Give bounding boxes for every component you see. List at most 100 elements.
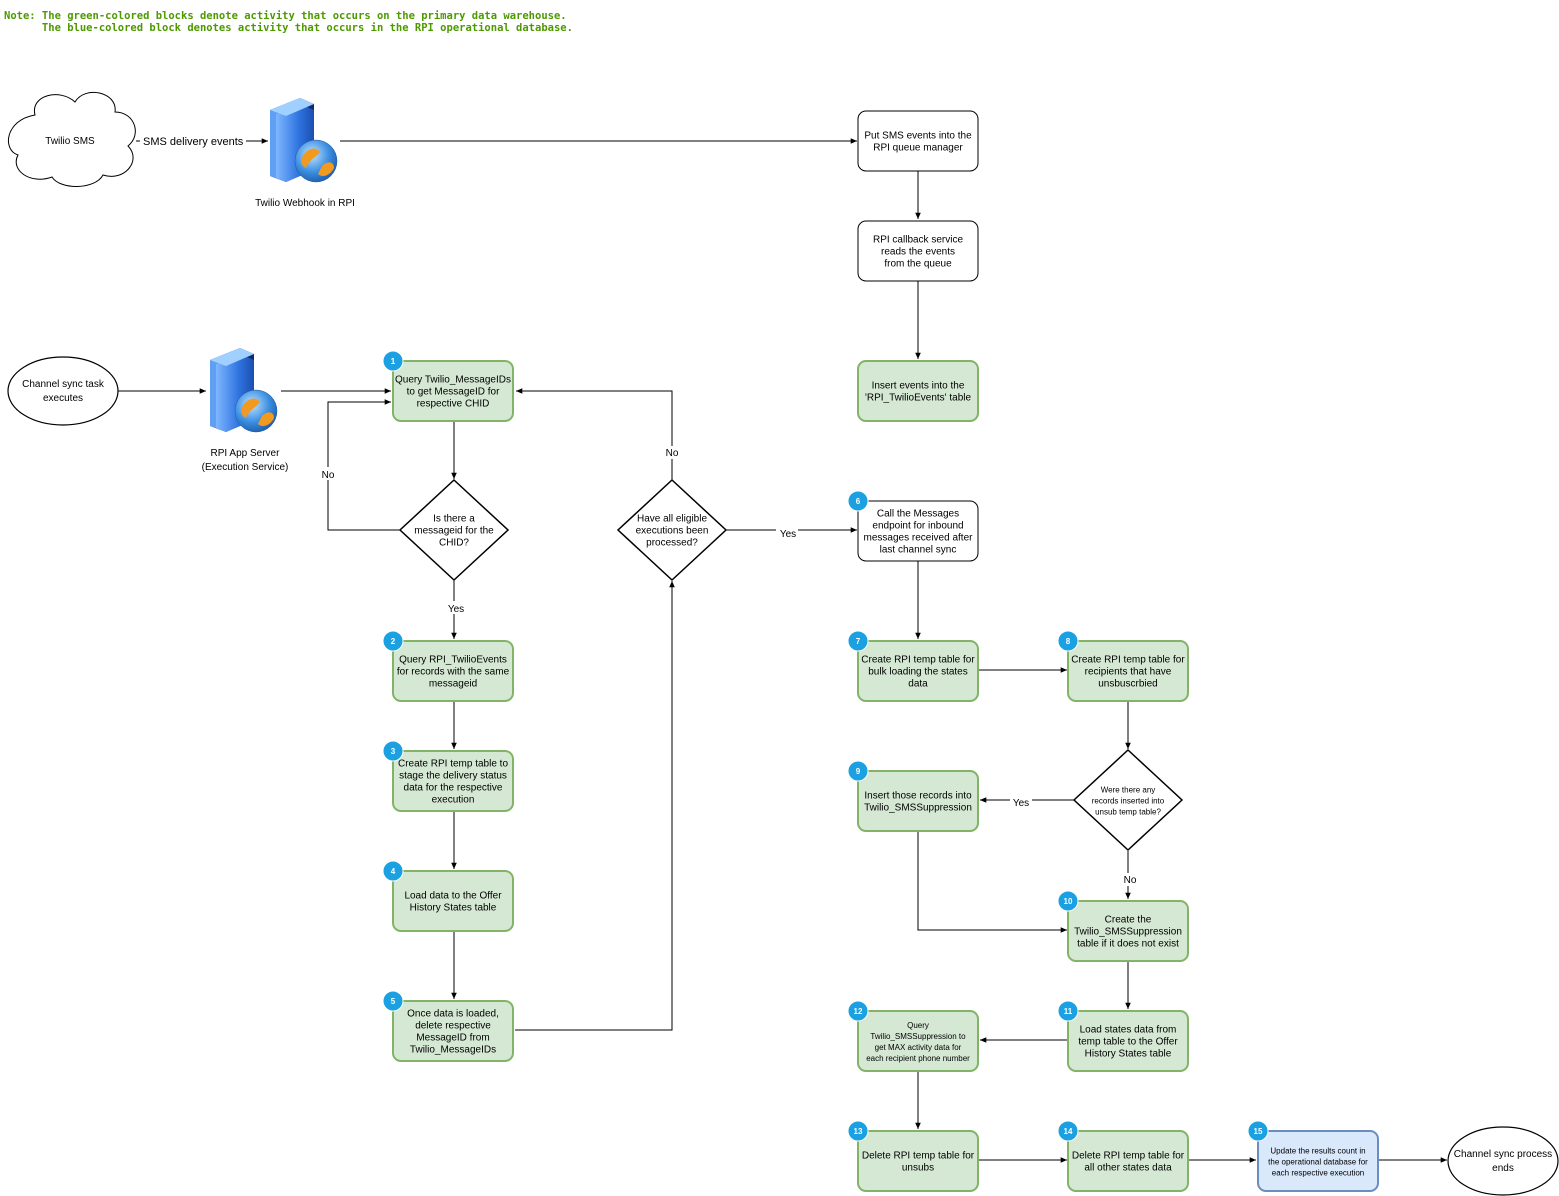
step-badge-number: 13 <box>854 1127 863 1136</box>
node-step-5-line-3: MessageID from <box>416 1033 489 1044</box>
step-badge-number: 6 <box>856 497 861 506</box>
node-step-5-line-4: Twilio_MessageIDs <box>410 1045 496 1056</box>
step-badge-circle <box>847 1000 869 1022</box>
node-step-1-line-2: to get MessageID for <box>407 387 500 398</box>
node-step-9: Insert those records intoTwilio_SMSSuppr… <box>847 760 979 832</box>
node-step-10-line-3: table if it does not exist <box>1077 939 1179 950</box>
node-step-7-line-2: bulk loading the states <box>868 667 968 678</box>
node-put-sms-events-line-1: Put SMS events into the <box>864 131 972 142</box>
step-badge-circle <box>382 740 404 762</box>
node-decision-all-processed-line-3: processed? <box>646 538 698 549</box>
step-badge-number: 12 <box>854 1007 863 1016</box>
node-step-12-line-2: Twilio_SMSSuppression to <box>870 1032 966 1041</box>
node-step-2-line-2: for records with the same <box>397 667 510 678</box>
step-badge-circle <box>1247 1120 1269 1142</box>
node-channel-sync-end-line-1: Channel sync process <box>1454 1149 1552 1160</box>
step-badge-circle <box>847 490 869 512</box>
node-step-12-line-1: Query <box>907 1021 929 1030</box>
node-step-12-box <box>857 1010 979 1072</box>
step-badge: 9 <box>847 760 869 782</box>
node-step-14-box <box>1067 1130 1189 1192</box>
edge-label-sms-delivery-events: SMS delivery events <box>143 136 244 148</box>
node-decision-messageid-shape <box>398 478 510 582</box>
legend-note: Note: The green-colored blocks denote ac… <box>4 10 573 34</box>
node-step-14-line-2: all other states data <box>1084 1163 1172 1174</box>
node-rpi-app-server-line-2: (Execution Service) <box>202 462 289 473</box>
edge-decision2-no-to-step1 <box>516 388 673 480</box>
edge-label-no-messageid: No <box>322 470 335 481</box>
step-badge-number: 9 <box>856 767 861 776</box>
step-badge-number: 14 <box>1064 1127 1073 1136</box>
node-twilio-sms: Twilio SMS <box>8 92 136 187</box>
step-badge: 15 <box>1247 1120 1269 1142</box>
node-step-6-line-1: Call the Messages <box>877 509 959 520</box>
step-badge-number: 11 <box>1064 1007 1073 1016</box>
node-decision-messageid-line-3: CHID? <box>439 538 469 549</box>
step-badge: 14 <box>1057 1120 1079 1142</box>
node-step-8-line-3: unsbuscrbied <box>1098 679 1157 690</box>
edge-label-yes-all-processed: Yes <box>780 529 796 540</box>
step-badge: 13 <box>847 1120 869 1142</box>
edge-labels: SMS delivery events No Yes No Yes Yes No <box>140 134 1140 886</box>
node-put-sms-events-box <box>857 110 979 172</box>
node-callback-service-line-1: RPI callback service <box>873 235 963 246</box>
node-callback-service-box <box>857 220 979 282</box>
step-badge-circle <box>1057 1000 1079 1022</box>
step-badge-number: 2 <box>391 637 396 646</box>
server-globe-icon <box>210 348 278 433</box>
node-step-15-line-1: Update the results count in <box>1270 1147 1365 1156</box>
node-step-6-box <box>857 500 979 562</box>
step-badge-circle <box>847 760 869 782</box>
node-insert-events-line-2: 'RPI_TwilioEvents' table <box>865 393 972 404</box>
node-step-3-line-3: data for the respective <box>404 783 503 794</box>
node-decision-messageid-line-1: Is there a <box>433 514 475 525</box>
node-step-10-line-1: Create the <box>1105 915 1152 926</box>
node-step-9-line-2: Twilio_SMSSuppression <box>864 803 972 814</box>
node-step-7-line-3: data <box>908 679 928 690</box>
node-step-7-line-1: Create RPI temp table for <box>861 655 975 666</box>
legend-note-line-1: Note: The green-colored blocks denote ac… <box>4 10 567 22</box>
node-step-13-line-1: Delete RPI temp table for <box>862 1151 975 1162</box>
step-badge-circle <box>382 990 404 1012</box>
node-step-11-line-3: History States table <box>1085 1049 1172 1060</box>
node-step-3-box <box>392 750 514 812</box>
node-step-1-line-1: Query Twilio_MessageIDs <box>395 375 511 386</box>
node-step-3-line-4: execution <box>432 795 475 806</box>
cloud-icon <box>8 92 136 187</box>
step-badge: 12 <box>847 1000 869 1022</box>
node-step-9-box <box>857 770 979 832</box>
node-channel-sync-start-line-2: executes <box>43 393 83 404</box>
edge-decision-no-loop <box>327 399 400 531</box>
node-channel-sync-start: Channel sync task executes <box>7 356 119 426</box>
node-put-sms-events-line-2: RPI queue manager <box>873 143 963 154</box>
node-step-2-box <box>392 640 514 702</box>
step-badge: 6 <box>847 490 869 512</box>
node-decision-unsub-line-2: records inserted into <box>1092 797 1165 806</box>
node-step-2-line-3: messageid <box>429 679 477 690</box>
step-badge-circle <box>382 860 404 882</box>
step-badge-number: 7 <box>856 637 861 646</box>
node-step-1-box <box>392 360 514 422</box>
step-badge-circle <box>1057 630 1079 652</box>
node-step-3-line-1: Create RPI temp table to <box>398 759 508 770</box>
step-badge-number: 3 <box>391 747 396 756</box>
step-badge: 11 <box>1057 1000 1079 1022</box>
node-step-11-line-2: temp table to the Offer <box>1078 1037 1178 1048</box>
node-channel-sync-end-line-2: ends <box>1492 1163 1514 1174</box>
node-decision-unsub-line-1: Were there any <box>1101 786 1156 795</box>
node-step-13-box <box>857 1130 979 1192</box>
step-badge-circle <box>1057 890 1079 912</box>
edge-label-no-all-processed: No <box>666 448 679 459</box>
node-decision-unsub-shape <box>1072 748 1184 852</box>
